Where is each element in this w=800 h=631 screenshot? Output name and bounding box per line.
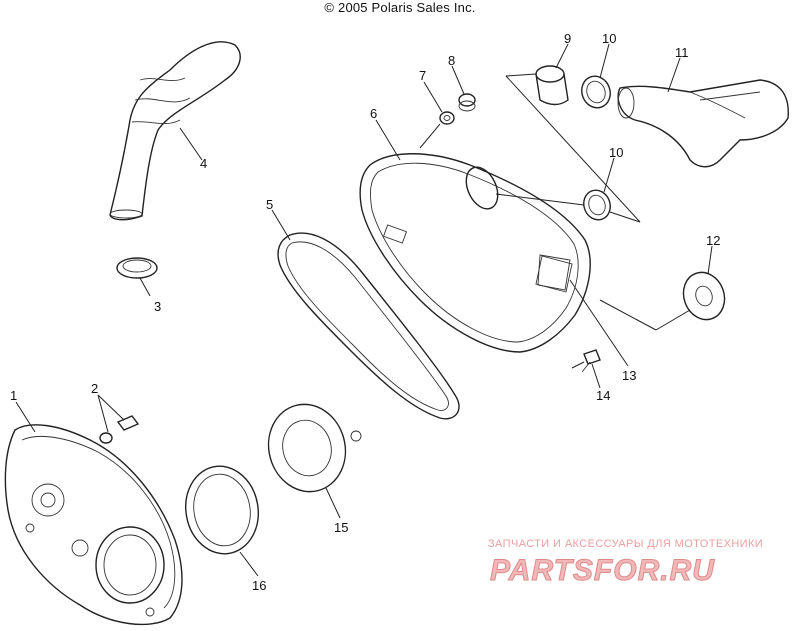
part-12-seal [682,271,726,321]
callout-9: 9 [564,31,571,46]
watermark-logo-text: PARTSFOR.RU [490,554,715,587]
callout-3: 3 [154,299,161,314]
callout-5: 5 [266,197,273,212]
watermark-tagline: ЗАПЧАСТИ И АКСЕССУАРЫ ДЛЯ МОТОТЕХНИКИ [488,538,764,550]
part-14-screw [581,349,601,373]
part-1-inner-cover [4,424,183,626]
callout-1: 1 [10,388,17,403]
part-11-intake-housing [617,79,789,168]
callout-4: 4 [200,156,207,171]
callout-12: 12 [706,233,720,248]
callout-15: 15 [334,520,348,535]
callout-labels: 1 2 3 4 5 6 7 8 9 10 11 10 12 13 14 15 1… [10,31,720,593]
part-15-plate [267,403,362,493]
part-7-washer [439,111,455,125]
part-10-clamp-lower [583,189,611,221]
part-9-coupler [535,65,569,106]
part-16-gasket [185,465,259,555]
callout-6: 6 [370,106,377,121]
callout-2: 2 [91,381,98,396]
leader-lines [15,43,713,577]
callout-14: 14 [596,388,610,403]
watermark-logo: PARTSFOR.RU [490,554,715,588]
copyright-text: © 2005 Polaris Sales Inc. [324,0,476,15]
callout-10-lower: 10 [609,145,623,160]
callout-10-upper: 10 [602,31,616,46]
part-4-duct-hose [109,41,241,221]
part-13-label [535,255,573,293]
callout-16: 16 [252,578,266,593]
callout-7: 7 [419,68,426,83]
callout-13: 13 [622,368,636,383]
callout-8: 8 [448,53,455,68]
part-10-clamp-upper [581,75,611,109]
part-3-clamp [116,257,158,279]
part-8-grommet [458,93,476,112]
part-2-bolt-washer [99,415,140,444]
callout-11: 11 [675,45,689,60]
part-6-outer-cover [359,153,591,353]
part-5-drive-belt [277,232,460,420]
